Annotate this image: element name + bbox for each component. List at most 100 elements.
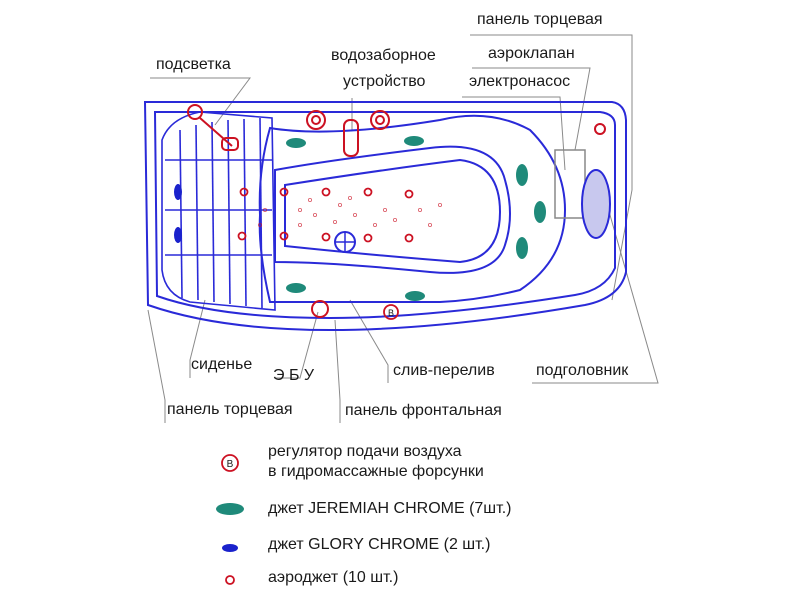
legend-text-jet-glory: джет GLORY CHROME (2 шт.) xyxy=(268,536,491,553)
aerojet xyxy=(239,187,249,197)
bath-outline xyxy=(143,101,627,332)
hole xyxy=(257,222,262,227)
headrest xyxy=(581,169,611,239)
basin-floor xyxy=(284,158,502,264)
hole xyxy=(297,207,302,212)
drain-ecu: B xyxy=(311,231,399,320)
intake-device xyxy=(306,110,606,157)
aerojet xyxy=(363,233,373,243)
jet-jeremiah xyxy=(405,291,425,301)
aerojet xyxy=(279,187,289,197)
air-valve-right xyxy=(370,110,390,130)
label-air-valve: аэроклапан xyxy=(488,45,575,62)
aerojet xyxy=(363,187,373,197)
leader-drain xyxy=(349,299,389,383)
leader-headrest xyxy=(532,179,659,384)
label-intake-line2: устройство xyxy=(343,73,426,90)
pump-headrest xyxy=(554,149,611,239)
intake-body xyxy=(343,119,359,157)
label-pump: электронасос xyxy=(469,73,571,90)
hole xyxy=(392,217,397,222)
basin-inner xyxy=(274,145,511,274)
legend-symbol-aerojet xyxy=(225,575,235,585)
seat-slat xyxy=(211,121,215,303)
hole xyxy=(382,207,387,212)
leader-panel-end-top xyxy=(470,34,633,301)
aerojet xyxy=(404,189,414,199)
seat-slat xyxy=(195,124,199,301)
leader-backlight xyxy=(150,77,251,126)
label-backlight: подсветка xyxy=(156,56,231,73)
ecu-unit xyxy=(311,300,329,318)
hole xyxy=(352,212,357,217)
leader-panel-front xyxy=(334,319,341,423)
hole xyxy=(312,212,317,217)
label-ecu: Э Б У xyxy=(273,367,315,384)
legend-symbol-air-regulator-text: B xyxy=(227,459,234,470)
aerojet xyxy=(321,187,331,197)
hole xyxy=(347,195,352,200)
jet-glory xyxy=(174,184,182,200)
seat-slat xyxy=(179,129,183,299)
hole xyxy=(427,222,432,227)
hole xyxy=(262,207,267,212)
jet-jeremiah xyxy=(516,237,528,259)
jeremiah-jets xyxy=(286,136,546,301)
hole xyxy=(417,207,422,212)
seat-frame xyxy=(161,111,276,311)
glory-jets xyxy=(174,184,182,243)
electropump xyxy=(554,149,586,219)
backlight-lamp xyxy=(187,104,203,120)
hole xyxy=(437,202,442,207)
aerojet xyxy=(237,231,247,241)
legend-text-air-regulator-1: регулятор подачи воздуха xyxy=(268,443,462,460)
hole xyxy=(297,222,302,227)
seat-slat xyxy=(227,119,231,305)
legend-symbol-jet-jeremiah xyxy=(216,503,244,515)
legend-text-jet-jeremiah: джет JEREMIAH CHROME (7шт.) xyxy=(268,500,512,517)
inner-rim xyxy=(153,111,616,320)
aerojet xyxy=(321,232,331,242)
jet-jeremiah xyxy=(404,136,424,146)
legend-symbols: B xyxy=(216,454,244,585)
backlight-body xyxy=(221,137,239,151)
aerojet xyxy=(279,231,289,241)
backlight-cable xyxy=(199,117,233,147)
label-panel-end-bottom: панель торцевая xyxy=(167,401,293,418)
hole xyxy=(372,222,377,227)
leader-panel-end-bottom xyxy=(147,309,166,423)
air-valve-left xyxy=(306,110,326,130)
regulator-marker xyxy=(383,304,399,320)
air-valve-right-inner xyxy=(375,115,385,125)
leader-pump xyxy=(462,96,566,171)
seat-slat xyxy=(243,118,247,307)
basin-outer xyxy=(258,114,567,303)
micro-holes xyxy=(257,195,442,227)
legend-text-air-regulator-2: в гидромассажные форсунки xyxy=(268,463,484,480)
hole xyxy=(337,202,342,207)
jet-jeremiah xyxy=(286,283,306,293)
hole xyxy=(307,197,312,202)
legend-symbol-jet-glory xyxy=(222,544,238,552)
leader-lines xyxy=(147,34,659,423)
label-panel-front: панель фронтальная xyxy=(345,402,502,419)
label-seat: сиденье xyxy=(191,356,253,373)
leader-ecu xyxy=(274,311,319,379)
drain-mark xyxy=(335,232,355,252)
leader-air-valve xyxy=(472,67,591,151)
jet-glory xyxy=(174,227,182,243)
outer-rim xyxy=(143,101,627,332)
air-valve-corner xyxy=(594,123,606,135)
hole xyxy=(332,219,337,224)
jet-jeremiah xyxy=(516,164,528,186)
backlight-fixture xyxy=(187,104,239,151)
label-intake-line1: водозаборное xyxy=(331,47,436,64)
label-headrest: подголовник xyxy=(536,362,629,379)
legend-text-aerojet: аэроджет (10 шт.) xyxy=(268,569,399,586)
leader-seat xyxy=(189,299,206,378)
aerojet xyxy=(404,233,414,243)
label-panel-end-top: панель торцевая xyxy=(477,11,603,28)
seat-slat xyxy=(259,117,263,309)
jet-jeremiah xyxy=(534,201,546,223)
